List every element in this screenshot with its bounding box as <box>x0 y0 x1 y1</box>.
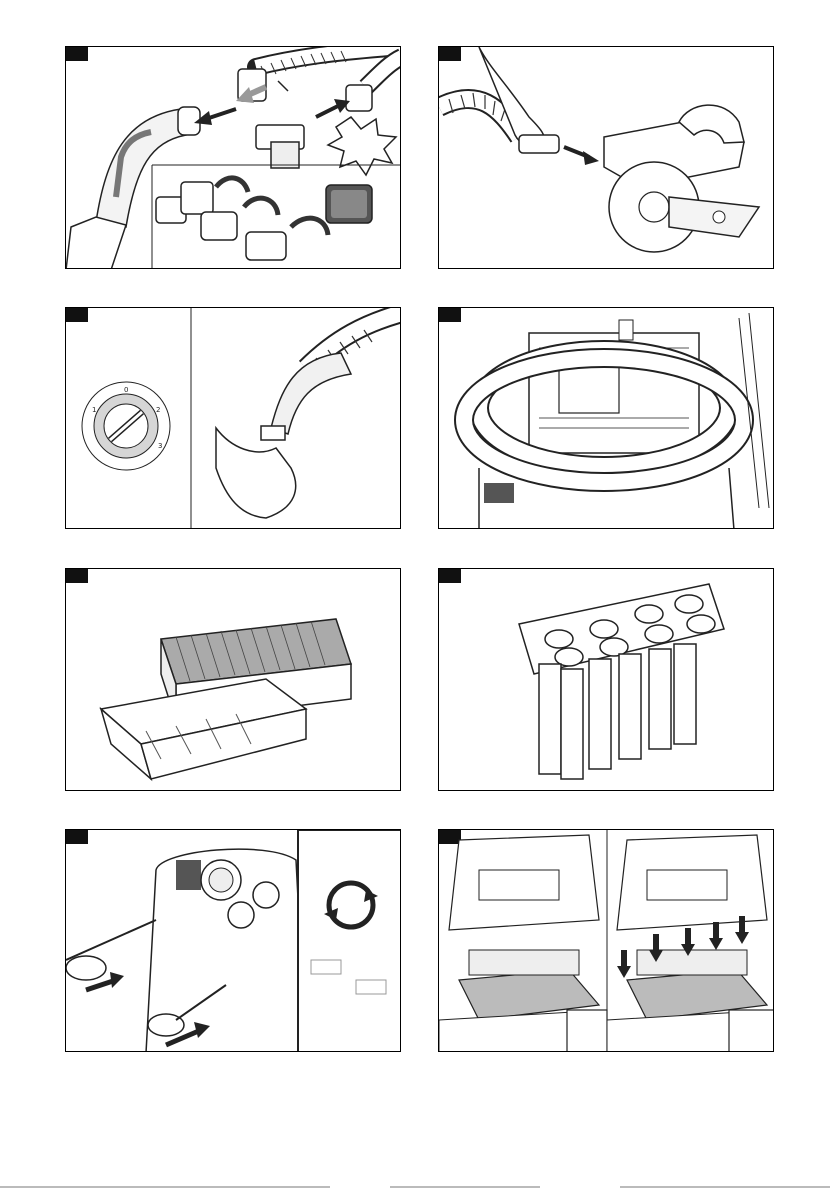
power-tool-connection-illustration <box>439 47 774 269</box>
dial-label-2: 2 <box>156 406 160 414</box>
hose-storage-illustration <box>439 308 774 529</box>
crop-mark <box>620 1186 830 1188</box>
filter-bags-illustration <box>439 569 774 791</box>
flat-filter-illustration <box>66 569 401 791</box>
panel-filter-bags <box>438 568 774 791</box>
dial-label-1: 1 <box>92 406 96 414</box>
filter-cleaning-illustration <box>66 830 401 1052</box>
panel-power-tool-connection <box>438 46 774 269</box>
crop-mark <box>390 1186 540 1188</box>
panel-flat-filter <box>65 568 401 791</box>
panel-suction-power-dial: 0 1 2 3 <box>65 307 401 529</box>
panel-filter-insertion <box>438 829 774 1052</box>
suction-power-dial-illustration: 0 1 2 3 <box>66 308 401 529</box>
crop-mark <box>0 1186 330 1188</box>
filter-insertion-illustration <box>439 830 774 1052</box>
hose-handle-adapters-illustration <box>66 47 401 269</box>
panel-hose-handle-adapters <box>65 46 401 269</box>
panel-hose-storage <box>438 307 774 529</box>
dial-label-3: 3 <box>158 442 162 450</box>
dial-label-0: 0 <box>124 386 128 394</box>
panel-filter-cleaning <box>65 829 401 1052</box>
